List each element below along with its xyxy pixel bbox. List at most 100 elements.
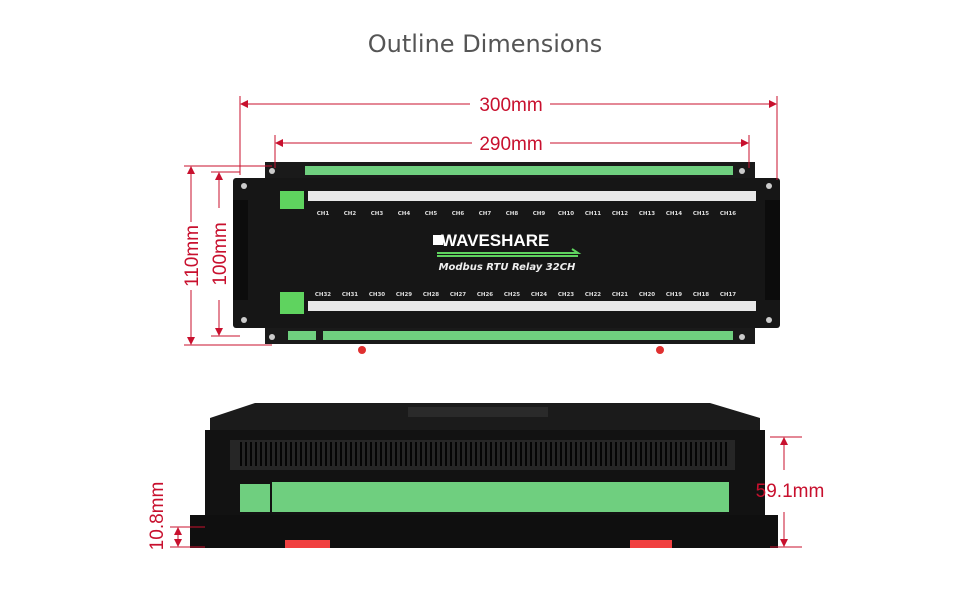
vent-slot: [290, 442, 292, 466]
dimension-110mm: 110mm: [182, 165, 272, 346]
vent-slot: [605, 442, 607, 466]
vent-slot: [660, 442, 662, 466]
model-label: Modbus RTU Relay 32CH: [439, 262, 576, 273]
vent-slot: [570, 442, 572, 466]
vent-slot: [500, 442, 502, 466]
vent-slot: [435, 442, 437, 466]
vent-slot: [475, 442, 477, 466]
vent-slot: [625, 442, 627, 466]
vent-slot: [350, 442, 352, 466]
vent-slot: [275, 442, 277, 466]
vent-slot: [675, 442, 677, 466]
svg-text:100mm: 100mm: [210, 222, 231, 285]
vent-slot: [420, 442, 422, 466]
channel-label: CH2: [344, 211, 357, 217]
device-side-view: [190, 403, 778, 548]
svg-text:110mm: 110mm: [182, 225, 203, 287]
channel-label: CH20: [639, 292, 655, 298]
channel-label: CH1: [317, 211, 330, 217]
vent-slot: [455, 442, 457, 466]
vent-slot: [715, 442, 717, 466]
vent-slot: [345, 442, 347, 466]
vent-slot: [535, 442, 537, 466]
vent-slot: [340, 442, 342, 466]
vent-slot: [610, 442, 612, 466]
channel-label: CH22: [585, 292, 601, 298]
vent-slot: [695, 442, 697, 466]
svg-text:300mm: 300mm: [479, 95, 542, 116]
channel-label: CH25: [504, 292, 520, 298]
channel-label: CH19: [666, 292, 682, 298]
svg-text:290mm: 290mm: [479, 134, 542, 155]
channel-label: CH26: [477, 292, 493, 298]
vent-slot: [485, 442, 487, 466]
vent-slot: [300, 442, 302, 466]
vent-slot: [265, 442, 267, 466]
vent-slot: [650, 442, 652, 466]
channel-label: CH21: [612, 292, 628, 298]
dimension-59-1mm: 59.1mm: [756, 436, 825, 548]
vent-slot: [580, 442, 582, 466]
vent-slot: [460, 442, 462, 466]
vent-slot: [565, 442, 567, 466]
channel-label: CH10: [558, 211, 574, 217]
channel-label: CH31: [342, 292, 358, 298]
svg-text:10.8mm: 10.8mm: [147, 482, 168, 551]
vent-slot: [245, 442, 247, 466]
channel-label: CH18: [693, 292, 709, 298]
channel-label: CH6: [452, 211, 465, 217]
vent-slot: [685, 442, 687, 466]
channel-label: CH17: [720, 292, 736, 298]
channel-label: CH9: [533, 211, 546, 217]
vent-slot: [525, 442, 527, 466]
vent-slot: [720, 442, 722, 466]
vent-slot: [640, 442, 642, 466]
channel-label: CH14: [666, 211, 682, 217]
vent-slot: [510, 442, 512, 466]
vent-slot: [320, 442, 322, 466]
vent-slot: [690, 442, 692, 466]
vent-slot: [670, 442, 672, 466]
vent-slot: [270, 442, 272, 466]
vent-slot: [595, 442, 597, 466]
vent-slot: [240, 442, 242, 466]
vent-slot: [470, 442, 472, 466]
vent-slot: [540, 442, 542, 466]
top-terminal-strip: [305, 166, 733, 175]
vent-slot: [395, 442, 397, 466]
vent-slot: [440, 442, 442, 466]
vent-slot: [370, 442, 372, 466]
channel-label: CH8: [506, 211, 519, 217]
vent-slot: [630, 442, 632, 466]
vent-slot: [410, 442, 412, 466]
channel-label: CH16: [720, 211, 736, 217]
vent-slot: [620, 442, 622, 466]
vent-slot: [330, 442, 332, 466]
vent-slot: [645, 442, 647, 466]
vent-slot: [285, 442, 287, 466]
channel-label: CH28: [423, 292, 439, 298]
vent-slot: [385, 442, 387, 466]
vent-slot: [725, 442, 727, 466]
dimension-290mm: 290mm: [274, 134, 750, 168]
brand-logo: WAVESHARE: [441, 231, 549, 250]
vent-slot: [305, 442, 307, 466]
vent-slot: [710, 442, 712, 466]
vent-slot: [530, 442, 532, 466]
vent-slot: [380, 442, 382, 466]
vent-slot: [250, 442, 252, 466]
vent-slot: [635, 442, 637, 466]
vent-slot: [325, 442, 327, 466]
vent-slot: [680, 442, 682, 466]
vent-slot: [585, 442, 587, 466]
vent-slot: [490, 442, 492, 466]
channel-label: CH11: [585, 211, 601, 217]
vent-slot: [600, 442, 602, 466]
channel-label: CH12: [612, 211, 628, 217]
svg-text:59.1mm: 59.1mm: [756, 481, 825, 502]
channel-label: CH15: [693, 211, 709, 217]
rs485-terminal: [280, 292, 304, 314]
vent-slot: [360, 442, 362, 466]
vent-slot: [700, 442, 702, 466]
